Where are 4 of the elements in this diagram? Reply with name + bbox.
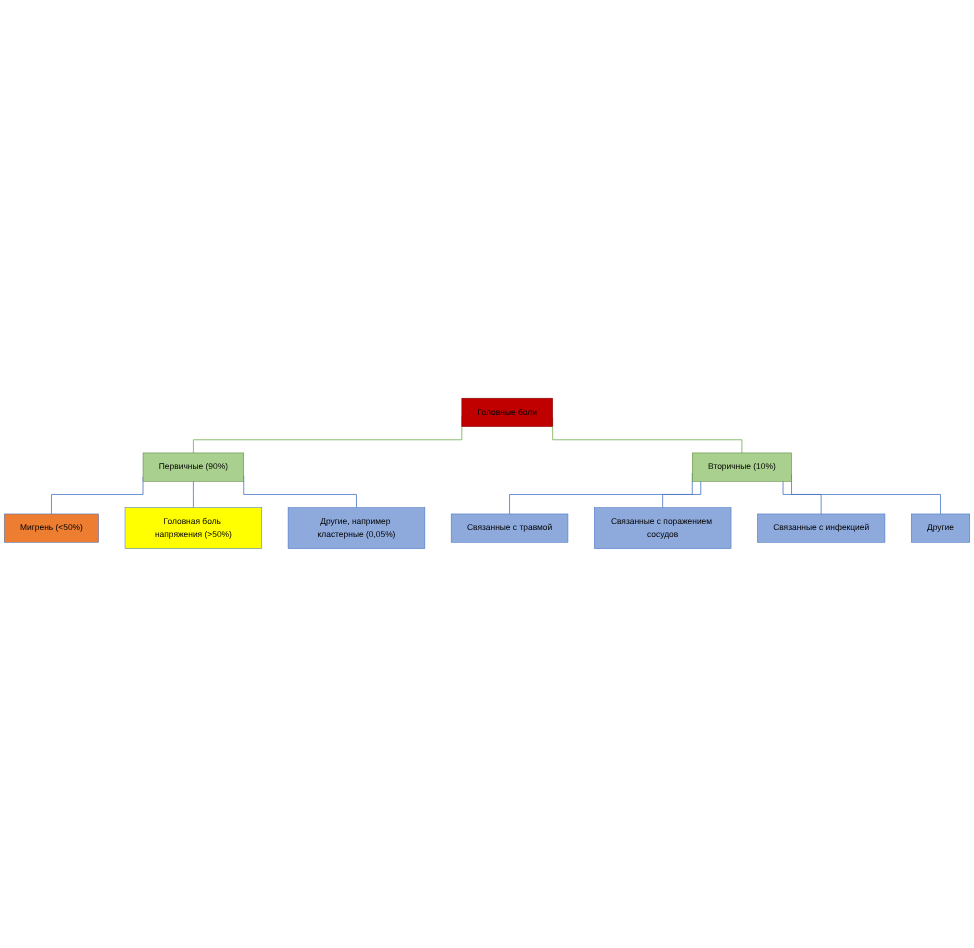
connector bbox=[662, 481, 702, 509]
connector bbox=[193, 481, 194, 509]
connector bbox=[782, 481, 822, 515]
connector bbox=[51, 477, 144, 515]
